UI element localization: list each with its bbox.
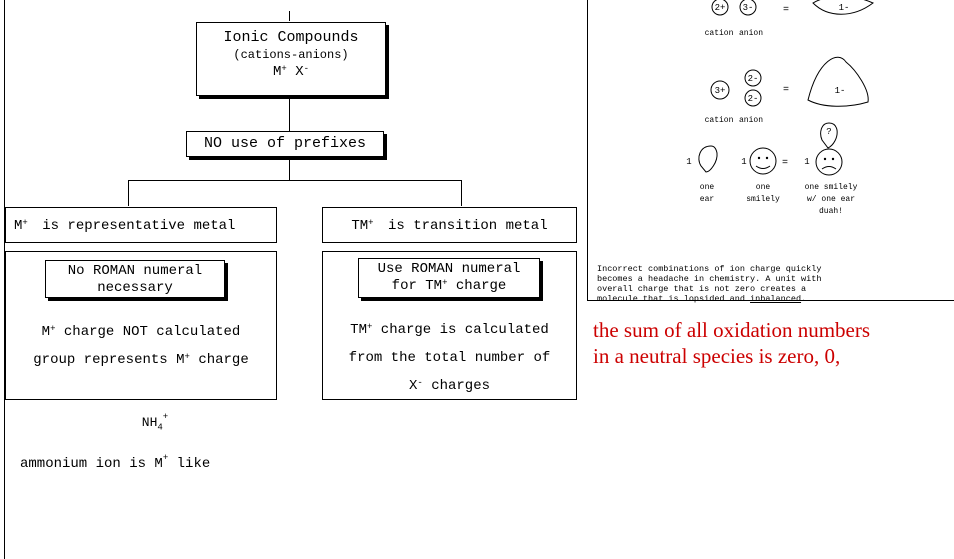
transition-metal-box: TM+ is transition metal	[322, 207, 577, 243]
anion-2minus-bottom-circle	[744, 89, 762, 107]
label-duah-b: w/ one ear	[807, 195, 855, 204]
transition-metal-label: is transition metal	[387, 218, 548, 234]
row1-cation-text: 2+	[715, 3, 726, 13]
row1-anion-label: anion	[739, 29, 763, 38]
row1-cation-label: cation	[705, 29, 734, 38]
use-roman-numeral-box: Use ROMAN numeral for TM+ charge	[358, 258, 540, 298]
root-to-prefix-connector	[289, 97, 290, 131]
row2-anion-label: anion	[739, 116, 763, 125]
result-1minus-shape	[812, 0, 874, 15]
row2-anion-bottom-text: 2-	[748, 94, 759, 104]
cation-3plus-circle	[710, 80, 730, 100]
left-frame-line	[4, 0, 5, 559]
ionic-compounds-box: Ionic Compounds (cations-anions) M+ X-	[196, 22, 386, 96]
ammonium-description: ammonium ion is M+ like	[20, 453, 211, 472]
ear-icon	[698, 145, 718, 173]
root-title: Ionic Compounds	[223, 29, 359, 46]
row3-num2: 1	[741, 157, 746, 167]
prefix-to-branch-connector	[289, 157, 290, 181]
row3-equals: =	[782, 158, 788, 169]
left-body-text: M+ charge NOT calculated group represent…	[33, 324, 249, 368]
ear-question-icon	[820, 122, 838, 149]
representative-metal-label: is representative metal	[42, 218, 236, 234]
right-panel-bottom-line	[587, 300, 954, 301]
row2-equals: =	[783, 85, 789, 96]
cation-2plus-circle	[711, 0, 729, 16]
row1-anion-text: 3-	[743, 3, 754, 13]
no-prefixes-box: NO use of prefixes	[186, 131, 384, 157]
branch-left-drop	[128, 180, 129, 206]
result-1minus-triangle	[807, 56, 869, 107]
row3-num3: 1	[804, 157, 809, 167]
label-one-ear-a: one	[700, 183, 715, 192]
caption-text: Incorrect combinations of ion charge qui…	[597, 264, 822, 304]
label-one-smilely-b: smilely	[746, 195, 780, 204]
no-prefixes-label: NO use of prefixes	[203, 135, 367, 152]
root-subtitle: (cations-anions)	[233, 48, 349, 62]
root-top-connector	[289, 11, 290, 21]
label-duah-c: duah!	[819, 207, 843, 215]
branch-right-drop	[461, 180, 462, 206]
row3-question: ?	[826, 127, 831, 137]
smilely-icon	[749, 147, 777, 175]
middle-divider-line	[587, 0, 588, 300]
root-formula: M+ X-	[272, 64, 310, 80]
label-duah-a: one smilely	[805, 183, 858, 192]
anion-3minus-circle	[739, 0, 757, 16]
anion-2minus-top-circle	[744, 69, 762, 87]
ammonium-formula: NH4+	[141, 412, 169, 433]
row2-cation-label: cation	[705, 116, 734, 125]
right-body-text: TM+ charge is calculated from the total …	[348, 322, 551, 394]
oxidation-rule-text: the sum of all oxidation numbers in a ne…	[593, 318, 871, 368]
charge-cartoon: 2+ 3- = 1- cation anion 3+ 2- 2- = 1- ca…	[686, 0, 874, 215]
no-roman-numeral-box: No ROMAN numeral necessary	[45, 260, 225, 298]
row2-cation-text: 3+	[715, 86, 726, 96]
sad-smilely-icon	[815, 148, 843, 176]
row2-result-text: 1-	[835, 86, 846, 96]
row3-num1: 1	[686, 157, 691, 167]
row1-result-text: 1-	[839, 3, 850, 13]
branch-horizontal-line	[128, 180, 462, 181]
representative-metal-box: M+ is representative metal	[5, 207, 277, 243]
row2-anion-top-text: 2-	[748, 74, 759, 84]
row1-equals: =	[783, 5, 789, 16]
label-one-smilely-a: one	[756, 183, 771, 192]
label-one-ear-b: ear	[700, 195, 715, 204]
